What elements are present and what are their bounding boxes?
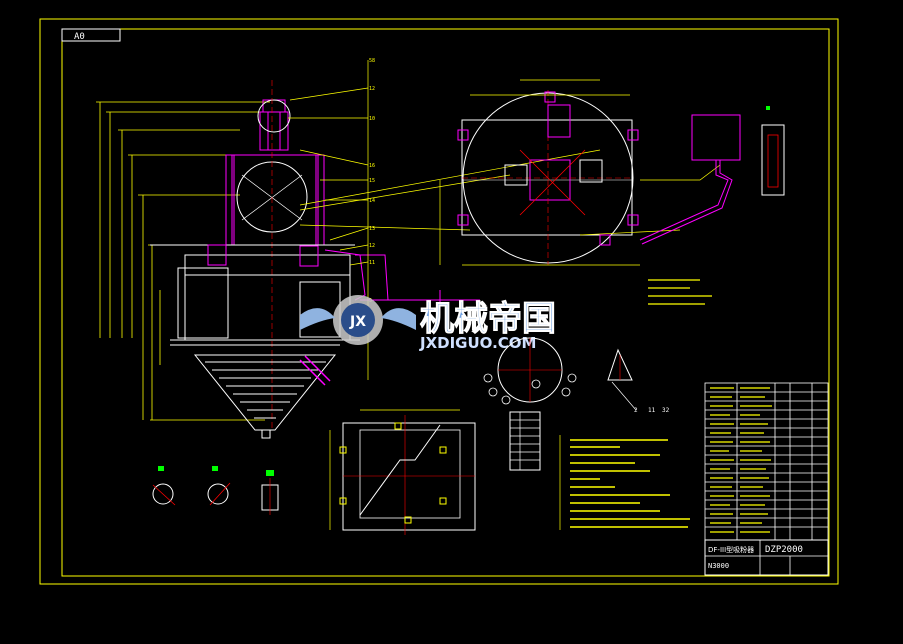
flange-detail <box>483 337 577 405</box>
sheet-outer-frame <box>39 18 839 585</box>
svg-text:15: 15 <box>369 178 375 184</box>
section-detail: 2 11 32 <box>607 348 670 414</box>
svg-text:14: 14 <box>369 198 375 204</box>
sheet-size-box <box>61 28 121 42</box>
title-block-drawing-number: DZP2000 <box>765 545 803 555</box>
watermark-url: JXDIGUO.COM <box>419 334 536 352</box>
svg-text:16: 16 <box>369 163 375 169</box>
title-block-name: DF-III型吸粉器 <box>708 545 754 554</box>
foundation-plan-view <box>329 409 476 535</box>
svg-text:12: 12 <box>369 86 375 92</box>
sheet-inner-frame <box>61 28 830 577</box>
title-block-scale: N3000 <box>708 562 729 570</box>
side-detail-view <box>639 106 785 245</box>
svg-text:10: 10 <box>369 116 375 122</box>
section-number-2: 11 <box>648 407 656 414</box>
technical-notes <box>648 279 712 305</box>
svg-text:11: 11 <box>369 260 375 266</box>
plan-view <box>439 79 721 266</box>
watermark-logo-text: JX <box>349 314 366 330</box>
title-block: DF-III型吸粉器 DZP2000 N3000 <box>704 539 829 576</box>
svg-text:13: 13 <box>369 226 375 232</box>
small-parts-list <box>509 411 541 471</box>
parts-list-entries <box>710 387 772 533</box>
watermark-title: 机械帝国 <box>420 299 556 339</box>
svg-text:58: 58 <box>369 58 375 64</box>
sheet-size-label: A0 <box>74 32 85 42</box>
technical-specifications <box>559 435 690 530</box>
section-number-1: 2 <box>634 407 638 414</box>
jxdiguo-watermark: JX 机械帝国 JXDIGUO.COM <box>300 295 557 352</box>
svg-text:12: 12 <box>369 243 375 249</box>
bolt-details <box>152 466 279 515</box>
section-number-3: 32 <box>662 407 670 414</box>
